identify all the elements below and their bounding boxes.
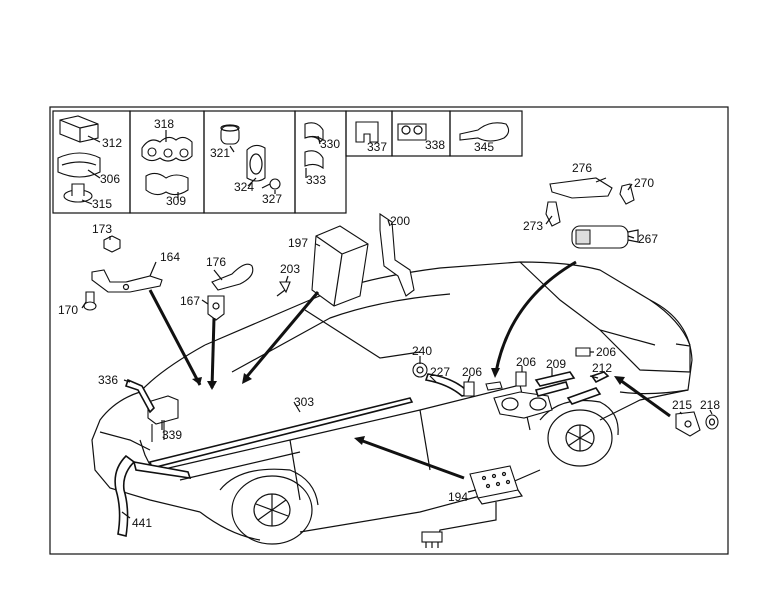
callout-215: 215 — [672, 398, 692, 412]
actuator-assembly — [493, 391, 553, 419]
strap-345-icon — [459, 122, 510, 142]
callout-203: 203 — [280, 262, 300, 276]
legend-box-4 — [294, 110, 347, 214]
hose-212 — [566, 371, 610, 405]
callout-267: 267 — [638, 232, 658, 246]
callout-164: 164 — [160, 250, 180, 264]
hose-209 — [534, 371, 576, 397]
valve-339 — [147, 395, 179, 442]
callout-227: 227 — [430, 365, 450, 379]
clip-333-icon — [304, 150, 324, 170]
connector-206-group — [463, 347, 591, 397]
callout-197: 197 — [288, 236, 308, 250]
diagram-frame — [49, 106, 729, 555]
callout-309: 309 — [166, 194, 186, 208]
leader-lines — [81, 130, 713, 519]
clip-312-icon — [59, 115, 99, 143]
bracket-215 — [675, 411, 701, 437]
callout-206-c: 206 — [596, 345, 616, 359]
bracket-167 — [207, 295, 225, 321]
callout-312: 312 — [102, 136, 122, 150]
grommet-240 — [412, 362, 428, 378]
callout-306: 306 — [100, 172, 120, 186]
pointer-arrows — [148, 260, 671, 480]
front-wheel — [219, 468, 319, 545]
callout-327: 327 — [262, 192, 282, 206]
control-unit-197 — [311, 225, 369, 307]
callout-270: 270 — [634, 176, 654, 190]
callout-345: 345 — [474, 140, 494, 154]
callout-167: 167 — [180, 294, 200, 308]
clip-330-icon — [304, 122, 324, 143]
hose-441 — [114, 454, 192, 537]
nut-173 — [103, 235, 121, 253]
callout-273: 273 — [523, 219, 543, 233]
clip-338-icon — [397, 123, 427, 141]
callout-206-b: 206 — [516, 355, 536, 369]
bracket-324-icon — [246, 144, 266, 182]
callout-339: 339 — [162, 428, 182, 442]
screw-327-icon — [261, 178, 281, 190]
switch-module-194 — [421, 465, 523, 548]
clip-315-icon — [63, 183, 93, 203]
bushing-321-icon — [220, 124, 240, 145]
bracket-200 — [379, 212, 415, 297]
bracket-276 — [549, 177, 613, 199]
bolt-170 — [83, 291, 97, 311]
bracket-164 — [91, 269, 163, 293]
callout-333: 333 — [306, 173, 326, 187]
rear-wheel — [539, 399, 619, 467]
callout-173: 173 — [92, 222, 112, 236]
callout-170: 170 — [58, 303, 78, 317]
pump-267 — [571, 225, 639, 249]
clip-337-icon — [355, 121, 379, 143]
callout-303: 303 — [294, 395, 314, 409]
callout-209: 209 — [546, 357, 566, 371]
mount-273 — [545, 201, 561, 227]
callout-276: 276 — [572, 161, 592, 175]
callout-441: 441 — [132, 516, 152, 530]
callout-324: 324 — [234, 180, 254, 194]
callout-318: 318 — [154, 117, 174, 131]
clamp-176 — [211, 263, 254, 291]
washer-218 — [705, 414, 719, 430]
callout-labels: 312 306 315 318 309 321 324 327 330 333 … — [58, 117, 720, 530]
screw-203 — [276, 281, 291, 297]
callout-200: 200 — [390, 214, 410, 228]
mount-270 — [619, 183, 635, 205]
callout-240: 240 — [412, 344, 432, 358]
hose-336 — [124, 378, 155, 414]
callout-321: 321 — [210, 146, 230, 160]
clip-309-icon — [145, 172, 189, 196]
callout-315: 315 — [92, 197, 112, 211]
callout-336: 336 — [98, 373, 118, 387]
callout-176: 176 — [206, 255, 226, 269]
callout-212: 212 — [592, 361, 612, 375]
callout-206-a: 206 — [462, 365, 482, 379]
clip-318-icon — [141, 136, 193, 162]
parts-legend — [52, 110, 523, 214]
callout-338: 338 — [425, 138, 445, 152]
callout-330: 330 — [320, 137, 340, 151]
legend-box-7 — [449, 110, 523, 157]
callout-194: 194 — [448, 490, 468, 504]
callout-218: 218 — [700, 398, 720, 412]
callout-337: 337 — [367, 140, 387, 154]
